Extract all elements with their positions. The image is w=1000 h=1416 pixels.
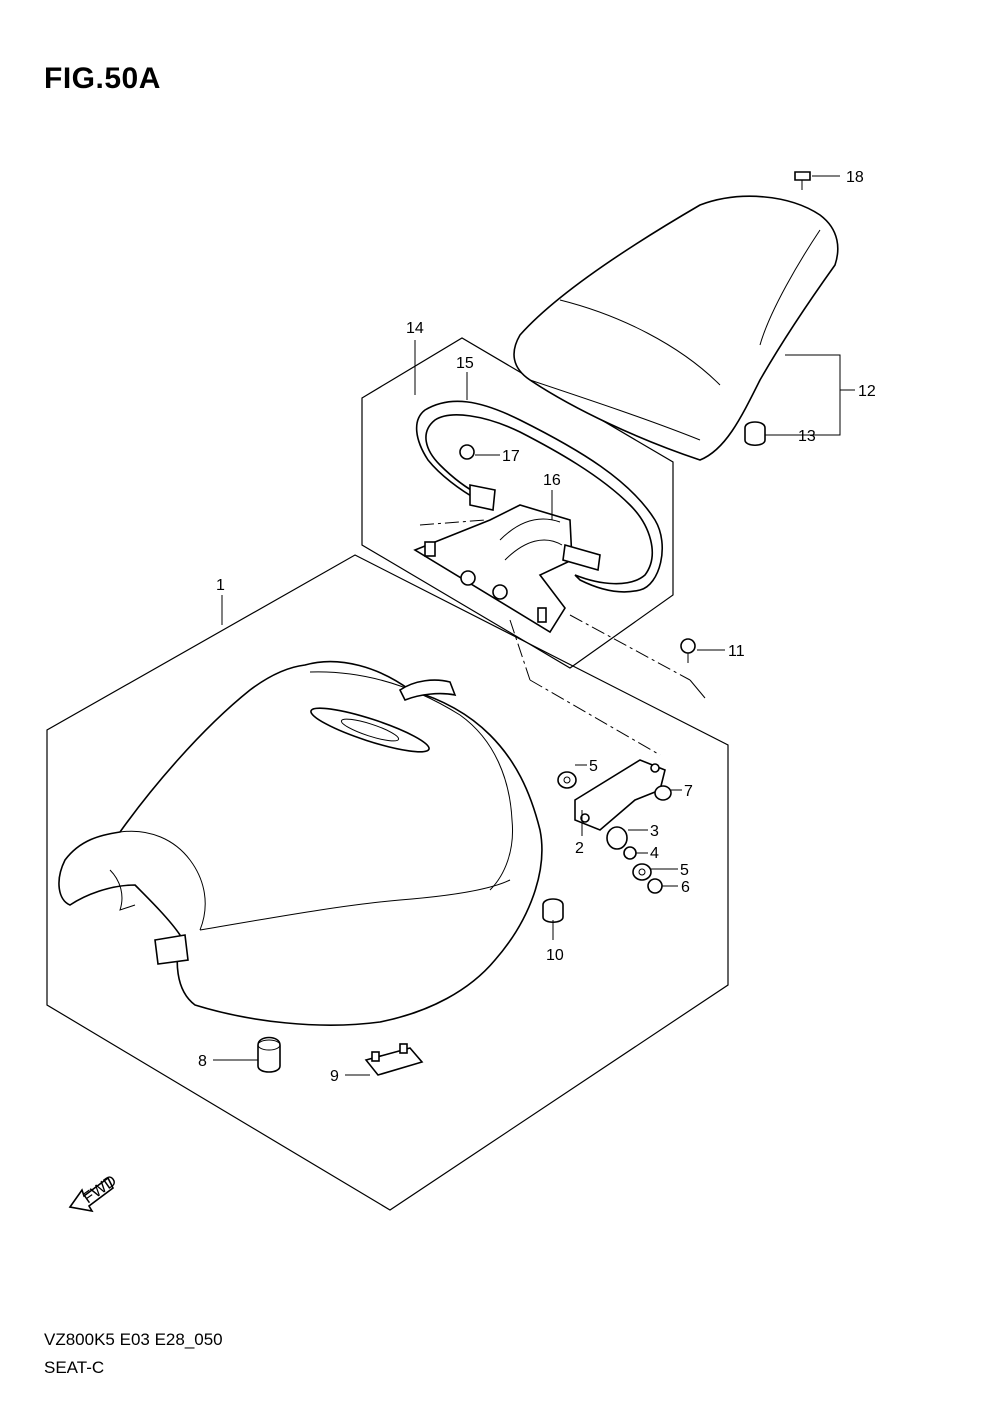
rear-seat-frame xyxy=(413,400,663,634)
rear-seat-group-outline xyxy=(361,337,674,669)
nut-17 xyxy=(459,444,475,460)
figure-name: SEAT-C xyxy=(44,1358,105,1377)
callout-6: 6 xyxy=(681,879,690,896)
clip-9 xyxy=(364,1043,424,1076)
rear-seat xyxy=(513,195,839,461)
callout-15: 15 xyxy=(456,355,474,372)
callout-14: 14 xyxy=(406,320,424,337)
cushion-10 xyxy=(542,898,564,924)
fwd-arrow-icon: FWD xyxy=(68,1172,120,1213)
callout-11: 11 xyxy=(728,643,745,660)
callout-7: 7 xyxy=(684,783,693,800)
callout-5a: 5 xyxy=(589,758,598,775)
seat-emblem xyxy=(310,707,430,753)
bolt-11 xyxy=(680,638,696,663)
washer-5a xyxy=(557,771,577,789)
callout-10: 10 xyxy=(546,947,564,964)
callout-1: 1 xyxy=(216,577,225,594)
callout-5b: 5 xyxy=(680,862,689,879)
callout-16: 16 xyxy=(543,472,561,489)
callout-13: 13 xyxy=(798,428,816,445)
fwd-label: FWD xyxy=(80,1172,120,1207)
callout-18: 18 xyxy=(846,169,864,186)
bracket-2 xyxy=(574,759,666,831)
callout-9: 9 xyxy=(330,1068,339,1085)
cushion-8 xyxy=(257,1036,281,1073)
callout-2: 2 xyxy=(575,840,584,857)
bolt-18 xyxy=(794,171,811,190)
nut-7 xyxy=(654,785,672,801)
cushion-13 xyxy=(744,421,766,447)
nut-6 xyxy=(647,878,663,894)
grommet-3 xyxy=(606,826,628,850)
callout-8: 8 xyxy=(198,1053,207,1070)
figure-code: VZ800K5 E03 E28_050 xyxy=(44,1330,223,1349)
callout-17: 17 xyxy=(502,448,520,465)
figure-title: FIG.50A xyxy=(44,62,161,95)
main-seat xyxy=(58,660,543,1026)
callout-3: 3 xyxy=(650,823,659,840)
main-seat-group-outline xyxy=(46,554,729,1211)
collar-4 xyxy=(623,846,637,860)
callout-4: 4 xyxy=(650,845,659,862)
callout-12: 12 xyxy=(858,383,876,400)
washer-5b xyxy=(632,863,652,881)
